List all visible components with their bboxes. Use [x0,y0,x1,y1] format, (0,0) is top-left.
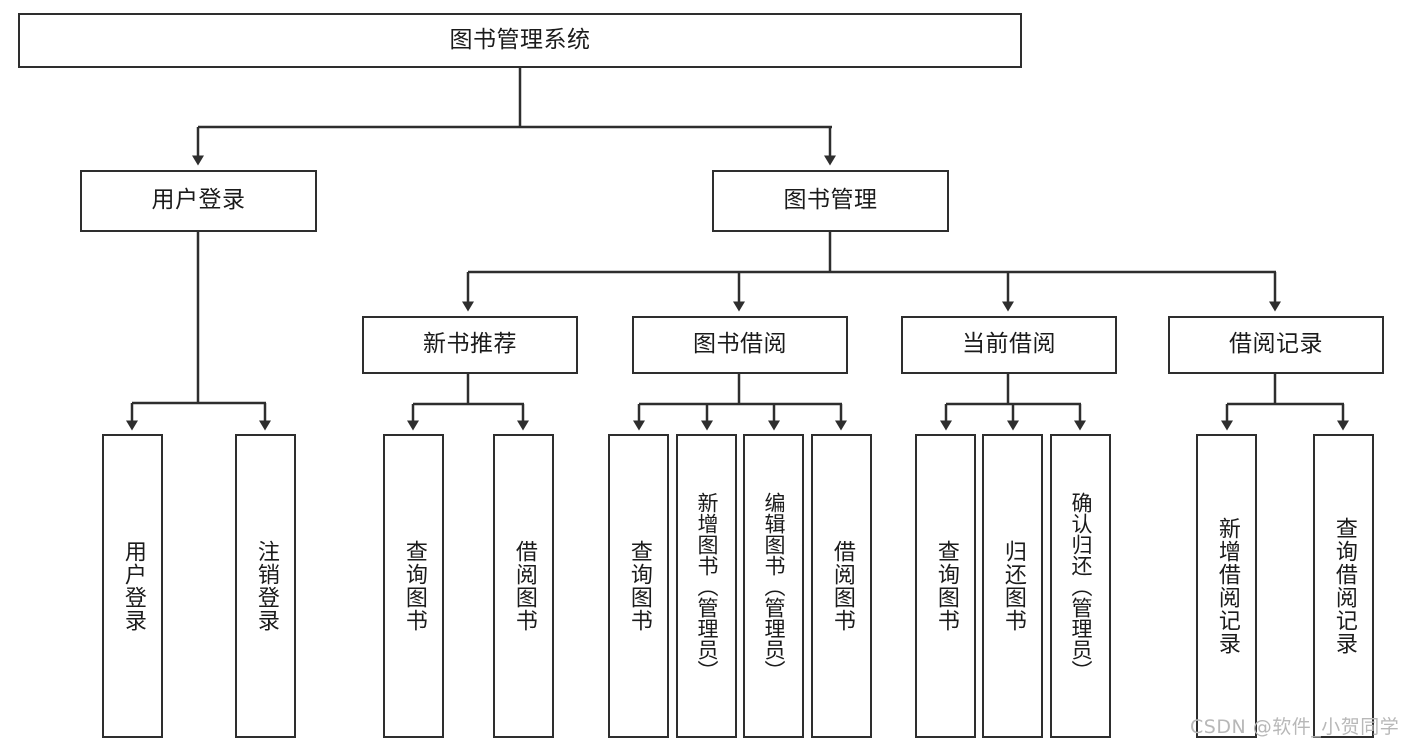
edges-root-to-level2 [192,68,836,166]
node-leaf-query-book-2[interactable]: 查询图书 [608,434,669,738]
edges-currentborrow-to-leaves [940,374,1086,431]
node-leaf-query-book-2-label: 查询图书 [626,540,652,632]
node-borrow-record[interactable]: 借阅记录 [1168,316,1384,374]
node-leaf-add-borrow-record[interactable]: 新增借阅记录 [1196,434,1257,738]
node-leaf-borrow-book-2-label: 借阅图书 [829,540,855,632]
node-leaf-query-book-3[interactable]: 查询图书 [915,434,976,738]
node-leaf-confirm-return-admin[interactable]: 确认归还（管理员） [1050,434,1111,738]
node-leaf-query-borrow-record-label: 查询借阅记录 [1331,517,1357,655]
node-leaf-borrow-book-2[interactable]: 借阅图书 [811,434,872,738]
node-leaf-borrow-book-1-label: 借阅图书 [511,540,537,632]
node-leaf-query-book-1-label: 查询图书 [401,540,427,632]
edges-userlogin-to-leaves [126,232,271,431]
node-book-borrow-label: 图书借阅 [693,331,787,358]
node-current-borrow[interactable]: 当前借阅 [901,316,1117,374]
edges-borrowrecord-to-leaves [1221,374,1349,431]
node-leaf-query-borrow-record[interactable]: 查询借阅记录 [1313,434,1374,738]
node-borrow-record-label: 借阅记录 [1229,331,1323,358]
node-leaf-user-login[interactable]: 用户登录 [102,434,163,738]
edges-bookmanage-to-level3 [462,232,1281,312]
node-user-login[interactable]: 用户登录 [80,170,317,232]
node-leaf-confirm-return-admin-label: 确认归还（管理员） [1069,491,1094,681]
node-leaf-user-login-label: 用户登录 [120,540,146,632]
node-leaf-query-book-1[interactable]: 查询图书 [383,434,444,738]
node-leaf-edit-book-admin-label: 编辑图书（管理员） [762,491,787,681]
node-book-manage-label: 图书管理 [783,187,878,214]
node-new-book-recommend[interactable]: 新书推荐 [362,316,578,374]
node-new-book-recommend-label: 新书推荐 [423,331,517,358]
edges-newbook-to-leaves [407,374,529,431]
node-leaf-add-book-admin[interactable]: 新增图书（管理员） [676,434,737,738]
node-current-borrow-label: 当前借阅 [962,331,1056,358]
node-leaf-logout-label: 注销登录 [253,540,279,632]
node-leaf-return-book[interactable]: 归还图书 [982,434,1043,738]
node-leaf-add-borrow-record-label: 新增借阅记录 [1214,517,1240,655]
edges-bookborrow-to-leaves [633,374,847,431]
node-leaf-return-book-label: 归还图书 [1000,540,1026,632]
node-book-manage[interactable]: 图书管理 [712,170,949,232]
node-book-borrow[interactable]: 图书借阅 [632,316,848,374]
node-user-login-label: 用户登录 [151,187,246,214]
node-leaf-add-book-admin-label: 新增图书（管理员） [695,491,720,681]
node-leaf-logout[interactable]: 注销登录 [235,434,296,738]
node-leaf-query-book-3-label: 查询图书 [933,540,959,632]
node-root-system[interactable]: 图书管理系统 [18,13,1022,68]
node-root-system-label: 图书管理系统 [449,26,591,53]
node-leaf-edit-book-admin[interactable]: 编辑图书（管理员） [743,434,804,738]
node-leaf-borrow-book-1[interactable]: 借阅图书 [493,434,554,738]
